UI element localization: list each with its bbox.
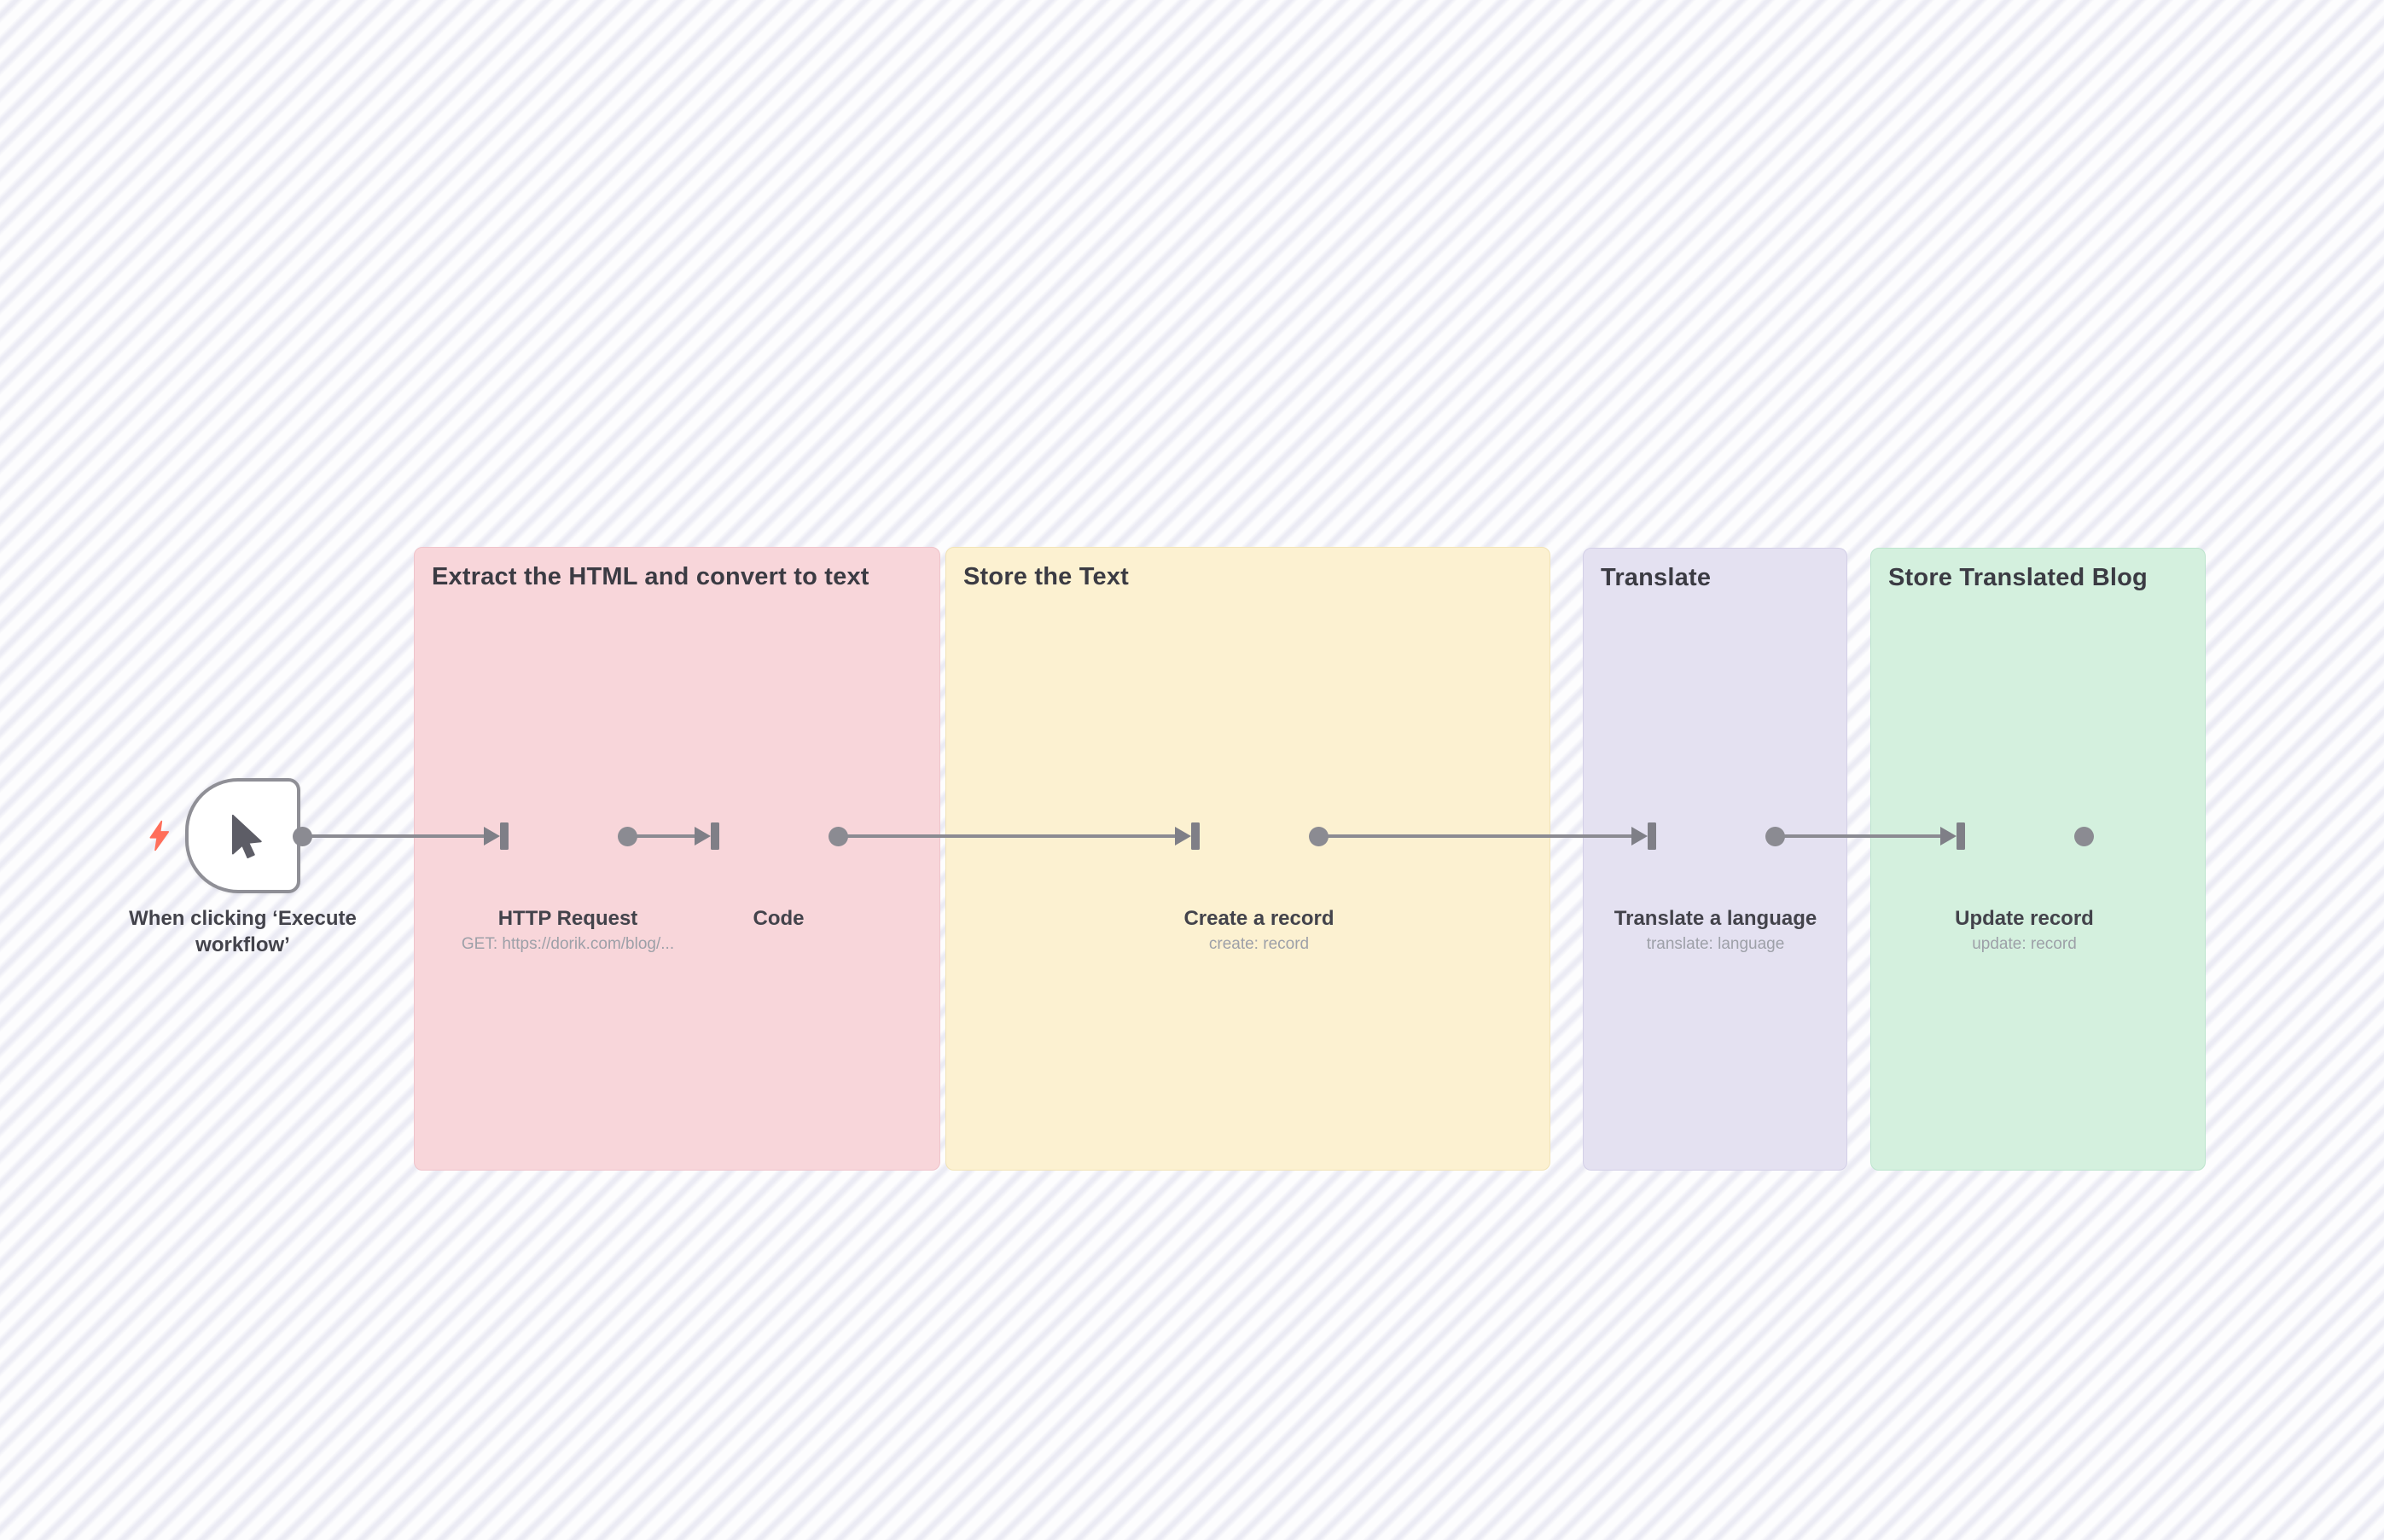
node-label: Code	[583, 905, 975, 932]
node-subtitle: update: record	[1972, 935, 2077, 953]
group-extract-html[interactable]: Extract the HTML and convert to text	[414, 547, 940, 1171]
node-title: Translate a language	[1614, 907, 1817, 930]
group-store-text[interactable]: Store the Text	[945, 547, 1550, 1171]
lightning-bolt-icon	[148, 820, 171, 851]
output-port[interactable]	[1308, 826, 1329, 846]
connection-line[interactable]	[838, 834, 1176, 838]
node-subtitle: GET: https://dorik.com/blog/...	[461, 935, 675, 953]
node-manual-trigger[interactable]	[185, 778, 300, 893]
input-port[interactable]	[1940, 821, 1967, 851]
input-port[interactable]	[484, 821, 510, 851]
node-label: Update record update: record	[1829, 905, 2221, 956]
node-subtitle: translate: language	[1646, 935, 1785, 953]
output-port[interactable]	[292, 826, 312, 846]
output-port[interactable]	[617, 826, 637, 846]
node-label: Translate a language translate: language	[1520, 905, 1912, 956]
node-label: Create a record create: record	[1063, 905, 1456, 956]
input-port[interactable]	[695, 821, 721, 851]
node-title: Update record	[1955, 907, 2094, 930]
connection-line[interactable]	[1318, 834, 1632, 838]
connection-line[interactable]	[302, 834, 485, 838]
connection-line[interactable]	[627, 834, 695, 838]
group-translate[interactable]: Translate	[1583, 548, 1847, 1171]
output-port[interactable]	[1765, 826, 1785, 846]
group-title: Store Translated Blog	[1888, 564, 2148, 591]
input-port[interactable]	[1175, 821, 1201, 851]
output-port[interactable]	[828, 826, 848, 846]
group-store-translated-blog[interactable]: Store Translated Blog	[1870, 548, 2206, 1171]
group-title: Extract the HTML and convert to text	[432, 563, 869, 590]
group-title: Store the Text	[963, 563, 1130, 590]
node-title: HTTP Request	[497, 907, 638, 930]
connection-line[interactable]	[1775, 834, 1941, 838]
group-title: Translate	[1601, 564, 1712, 591]
input-port[interactable]	[1631, 821, 1658, 851]
node-title: Create a record	[1183, 907, 1334, 930]
output-port[interactable]	[2073, 826, 2094, 846]
cursor-icon	[218, 811, 268, 861]
node-label: When clicking ‘Execute workflow’	[115, 905, 371, 958]
node-title: When clicking ‘Execute workflow’	[129, 907, 357, 956]
node-subtitle: create: record	[1208, 935, 1310, 953]
node-title: Code	[753, 907, 805, 930]
